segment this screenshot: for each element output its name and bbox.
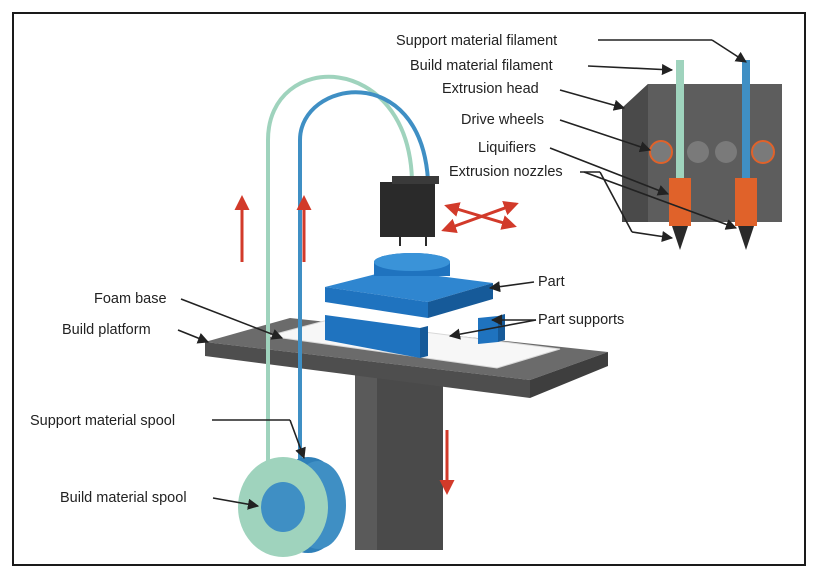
label-support-material-filament: Support material filament: [396, 33, 557, 49]
extrusion-head-inset: [622, 60, 782, 250]
label-foam-base: Foam base: [94, 291, 167, 307]
build-material-filament-tube: [266, 74, 414, 500]
label-support-material-spool: Support material spool: [30, 413, 175, 429]
label-build-material-spool: Build material spool: [60, 490, 187, 506]
part: [325, 253, 493, 318]
build-material-spool: [238, 457, 328, 557]
label-extrusion-head: Extrusion head: [442, 81, 539, 97]
label-part-supports: Part supports: [538, 312, 624, 328]
motion-arrows: [234, 195, 519, 495]
label-part: Part: [538, 274, 565, 290]
label-drive-wheels: Drive wheels: [461, 112, 544, 128]
support-material-filament-tube: [298, 90, 430, 480]
label-build-platform: Build platform: [62, 322, 151, 338]
extrusion-head-main: [380, 176, 439, 246]
label-liquifiers: Liquifiers: [478, 140, 536, 156]
label-build-material-filament: Build material filament: [410, 58, 553, 74]
leader-lines: [177, 39, 747, 510]
support-column: [355, 375, 443, 550]
label-extrusion-nozzles: Extrusion nozzles: [449, 164, 563, 180]
